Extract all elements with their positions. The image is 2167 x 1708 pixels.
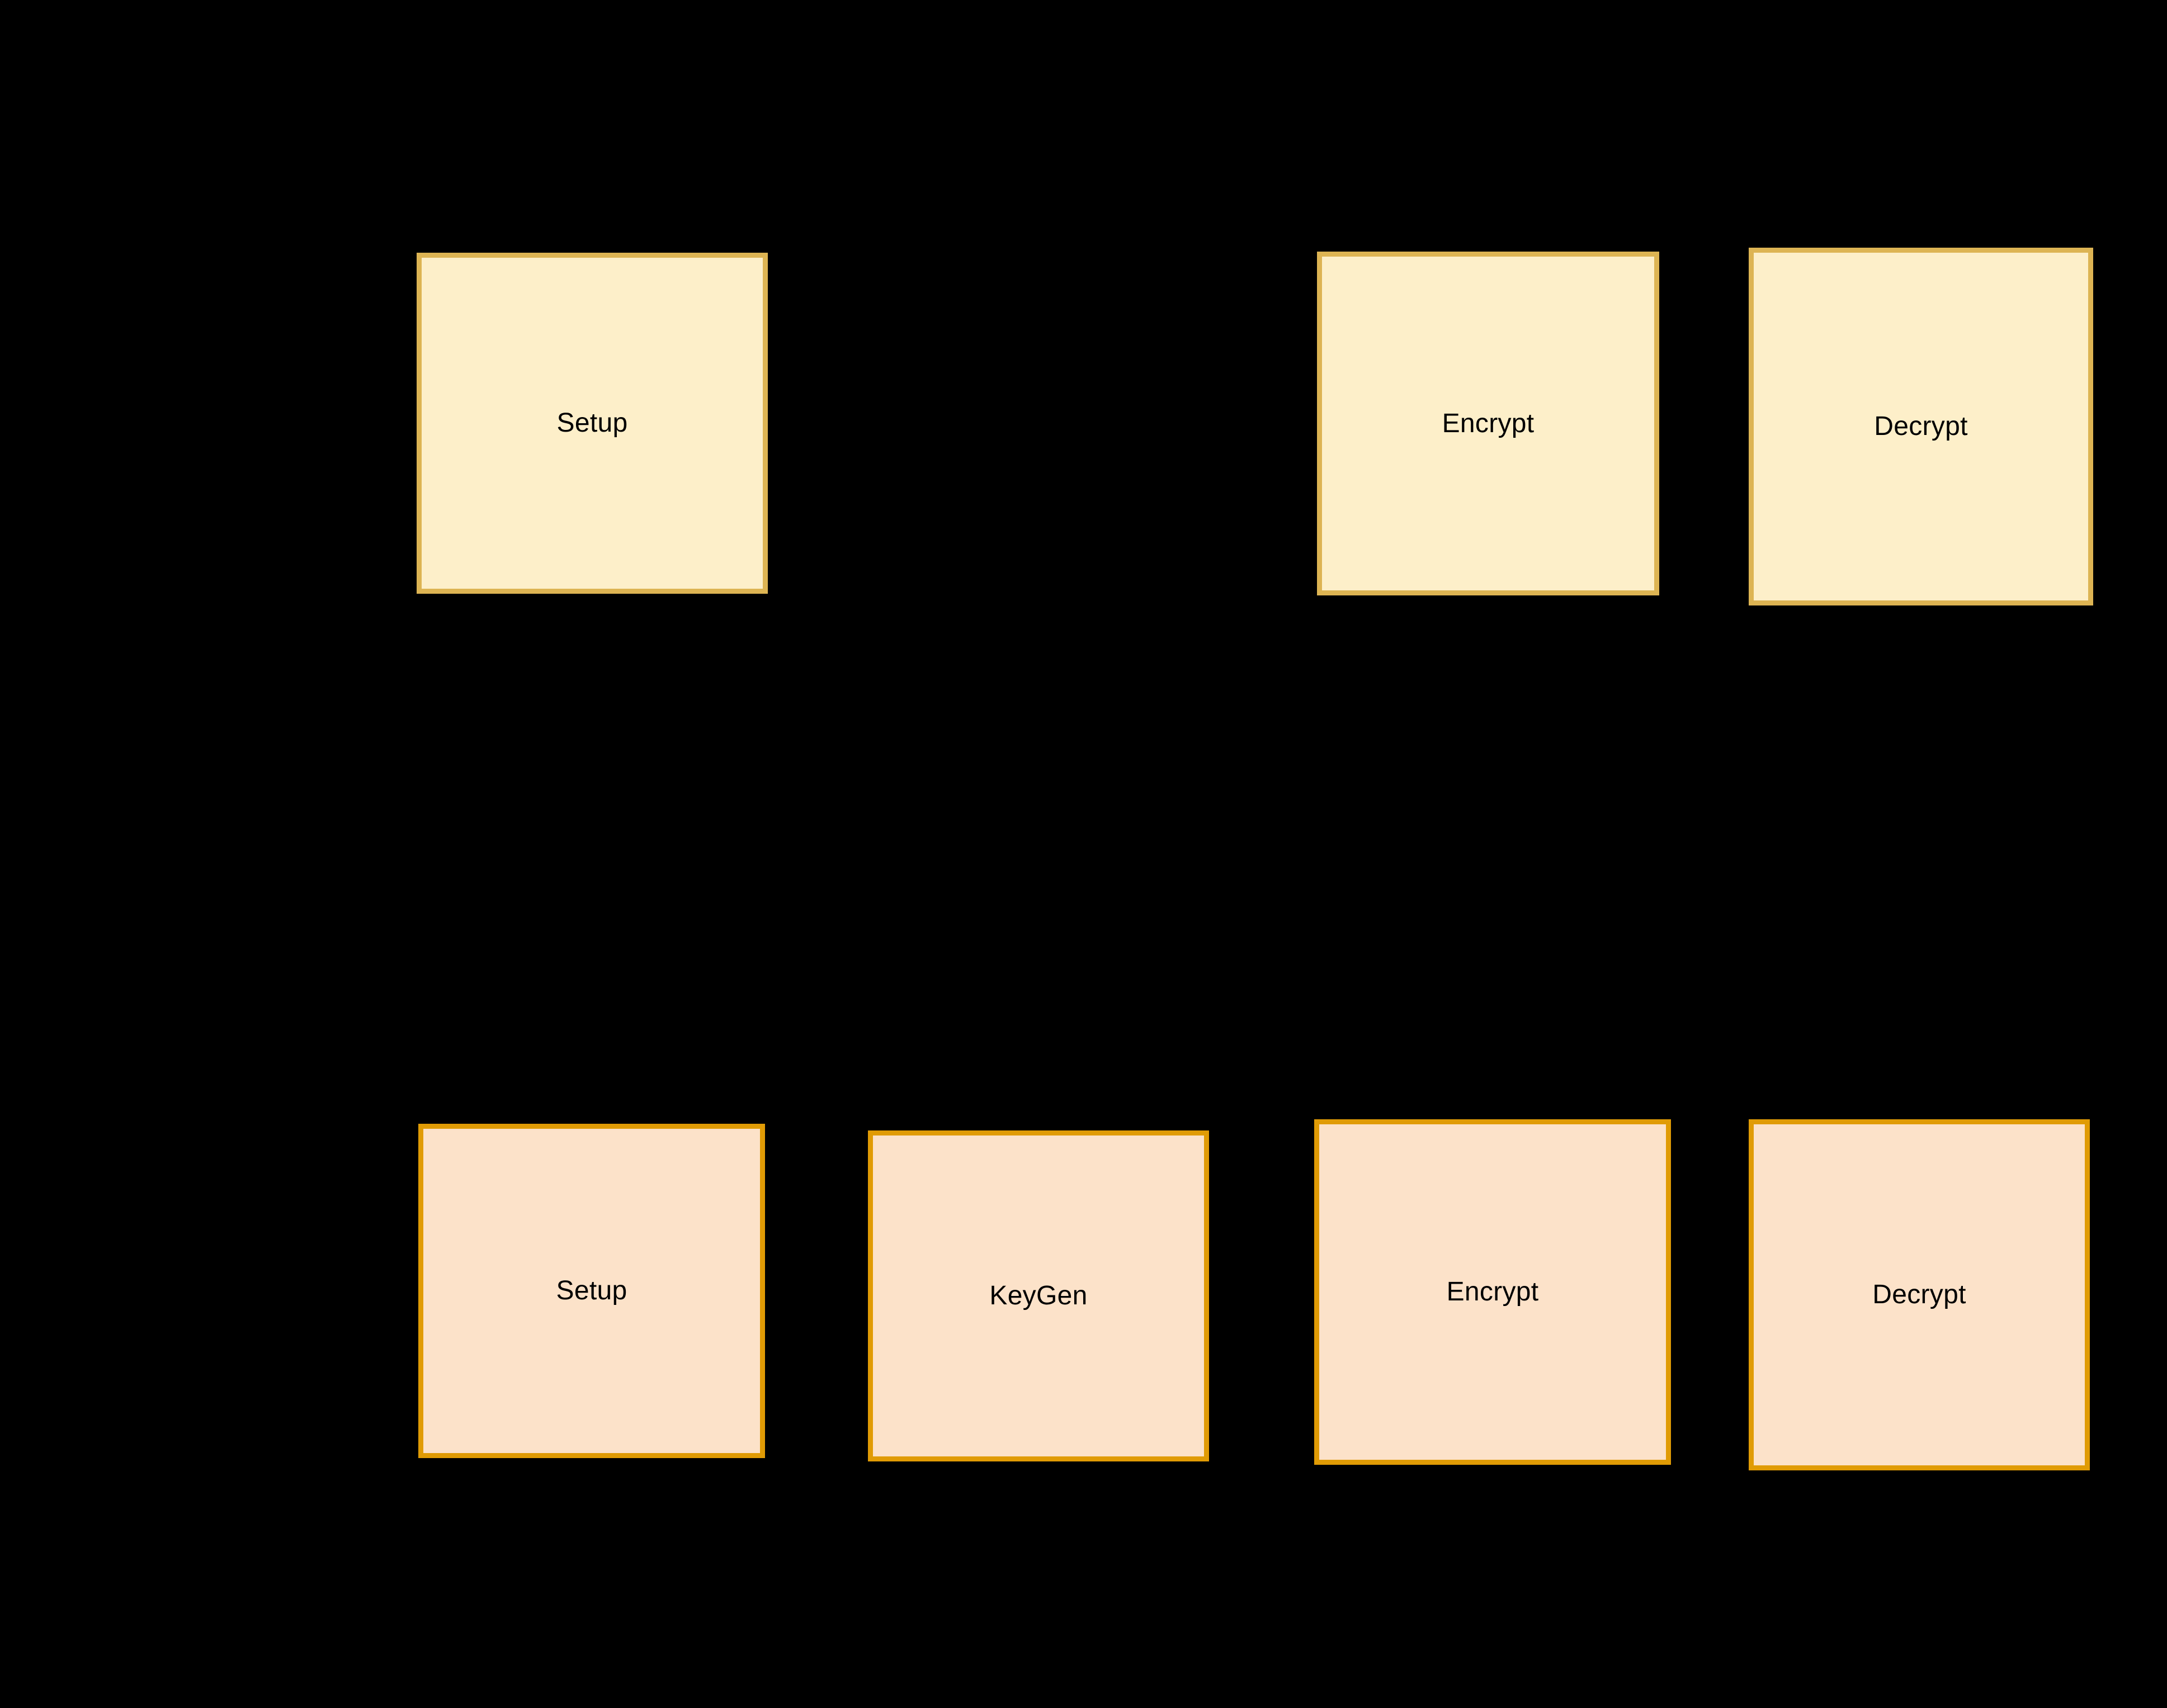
algo-box-decrypt-top[interactable]: Decrypt — [1749, 248, 2093, 605]
algo-box-label: Decrypt — [1872, 1280, 1966, 1309]
algo-box-label: Encrypt — [1442, 408, 1535, 438]
algo-box-label: Setup — [556, 1276, 627, 1305]
algo-box-label: Decrypt — [1874, 411, 1968, 441]
algo-box-label: Setup — [556, 408, 628, 438]
algo-box-decrypt-bottom[interactable]: Decrypt — [1749, 1119, 2090, 1470]
algo-box-setup-top[interactable]: Setup — [417, 253, 768, 594]
algo-box-label: Encrypt — [1446, 1277, 1539, 1307]
algo-box-encrypt-top[interactable]: Encrypt — [1317, 252, 1659, 595]
algo-box-keygen-bottom[interactable]: KeyGen — [868, 1130, 1209, 1461]
algo-box-encrypt-bottom[interactable]: Encrypt — [1314, 1119, 1671, 1465]
algo-box-label: KeyGen — [989, 1281, 1088, 1310]
algo-box-setup-bottom[interactable]: Setup — [418, 1124, 765, 1458]
